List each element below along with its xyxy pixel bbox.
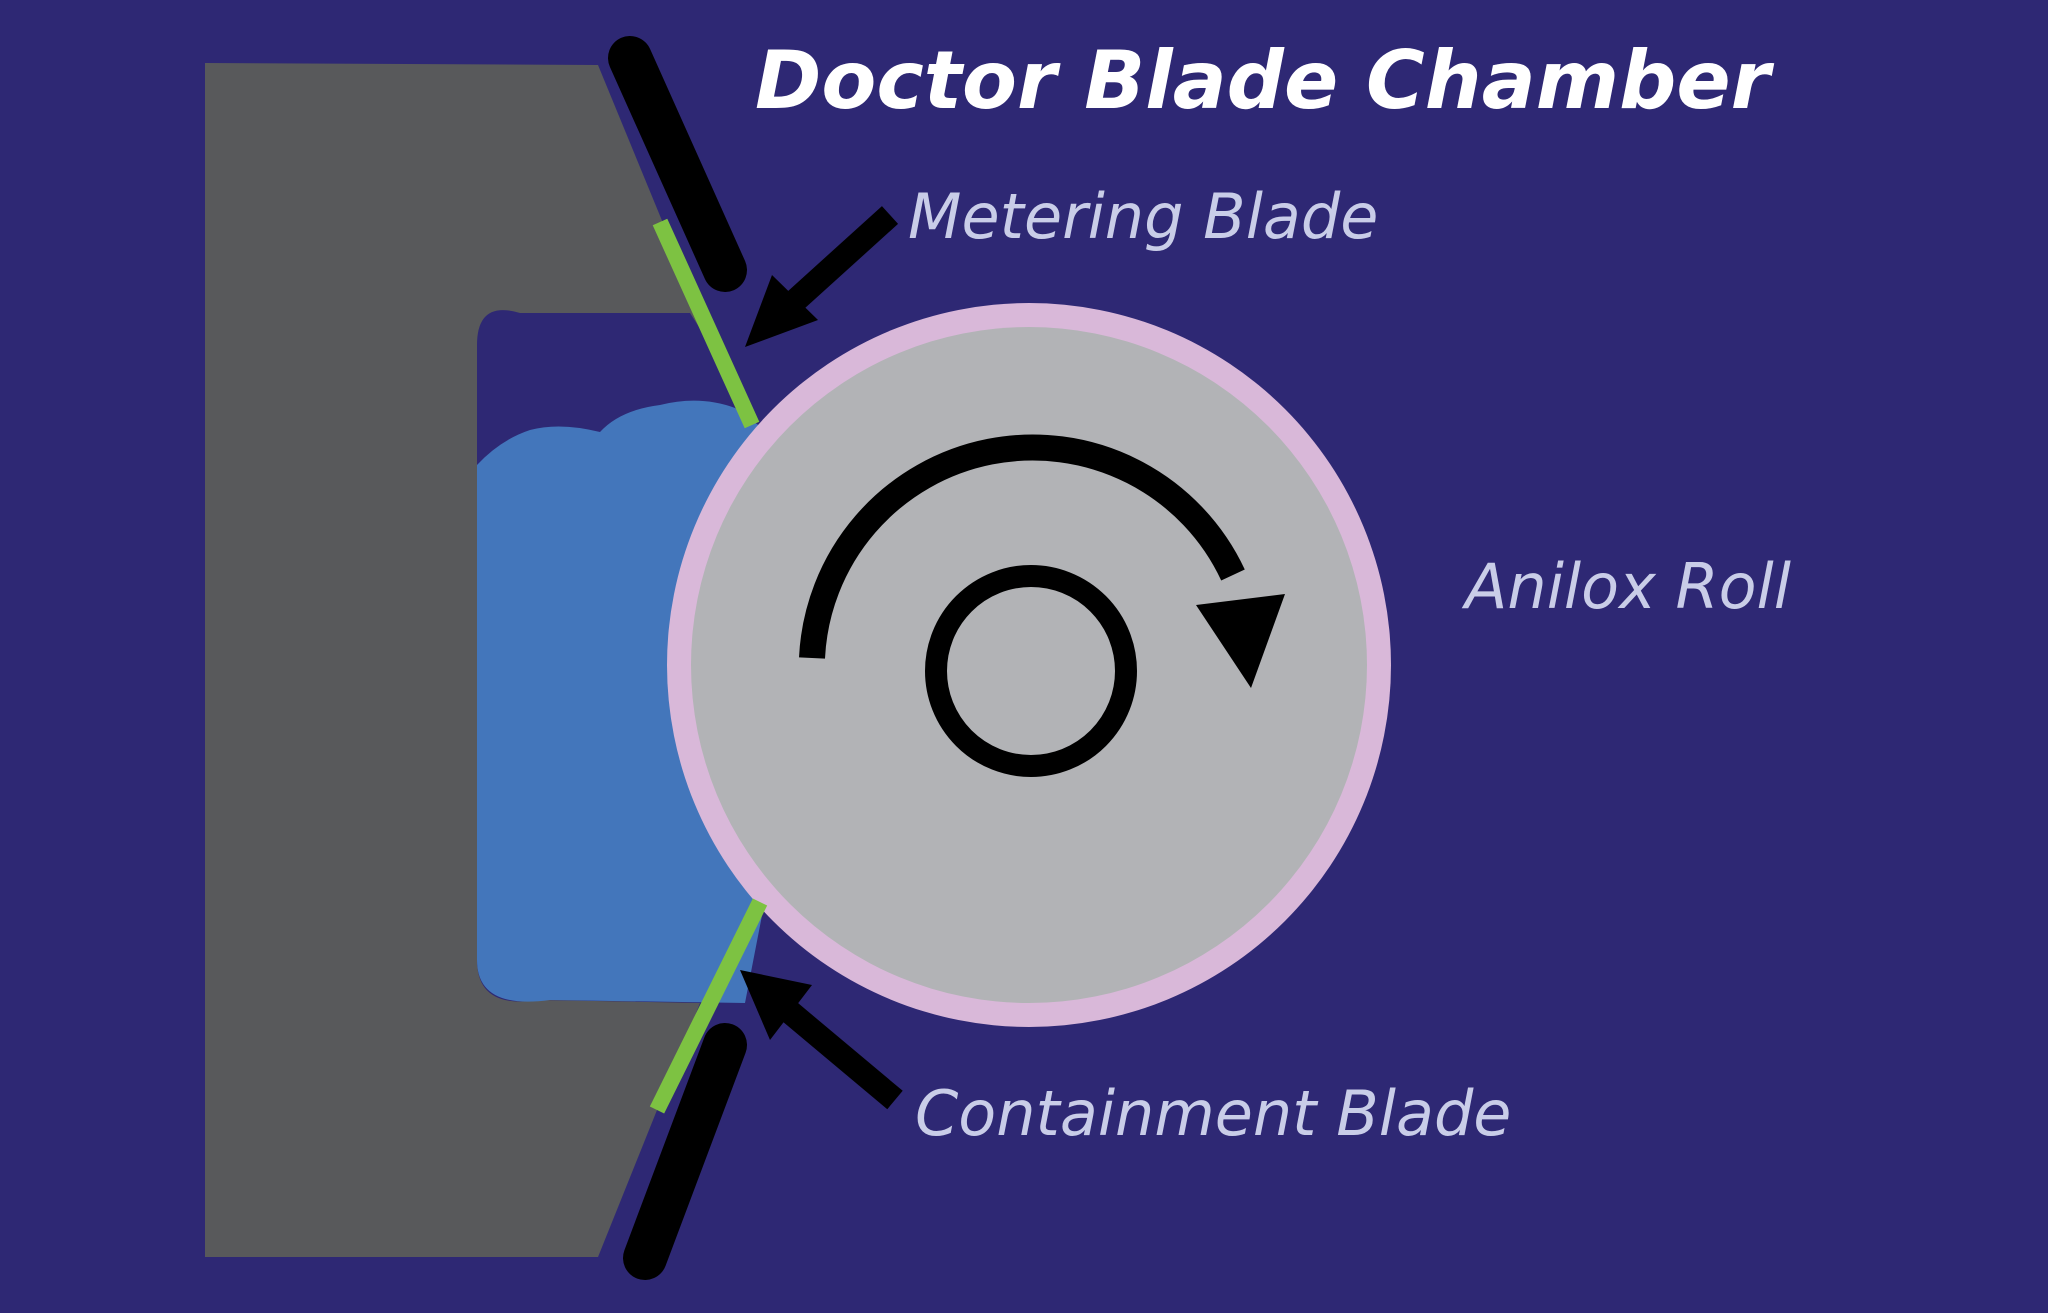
containment-blade bbox=[623, 898, 768, 1280]
metering-blade-label: Metering Blade bbox=[908, 180, 1378, 253]
anilox-roll-label: Anilox Roll bbox=[1461, 550, 1791, 623]
roll-surface bbox=[691, 327, 1367, 1003]
containment-blade-label: Containment Blade bbox=[915, 1077, 1511, 1150]
metering-blade bbox=[608, 36, 760, 429]
anilox-roll bbox=[667, 303, 1391, 1027]
roll-hub bbox=[925, 565, 1137, 777]
metering-pointer-arrow-icon bbox=[745, 206, 899, 347]
rotation-arrowhead-icon bbox=[1196, 594, 1285, 688]
rotation-arrow-icon bbox=[799, 434, 1245, 659]
diagram-title: Doctor Blade Chamber bbox=[755, 34, 1775, 127]
containment-pointer-arrow-icon bbox=[740, 970, 903, 1110]
